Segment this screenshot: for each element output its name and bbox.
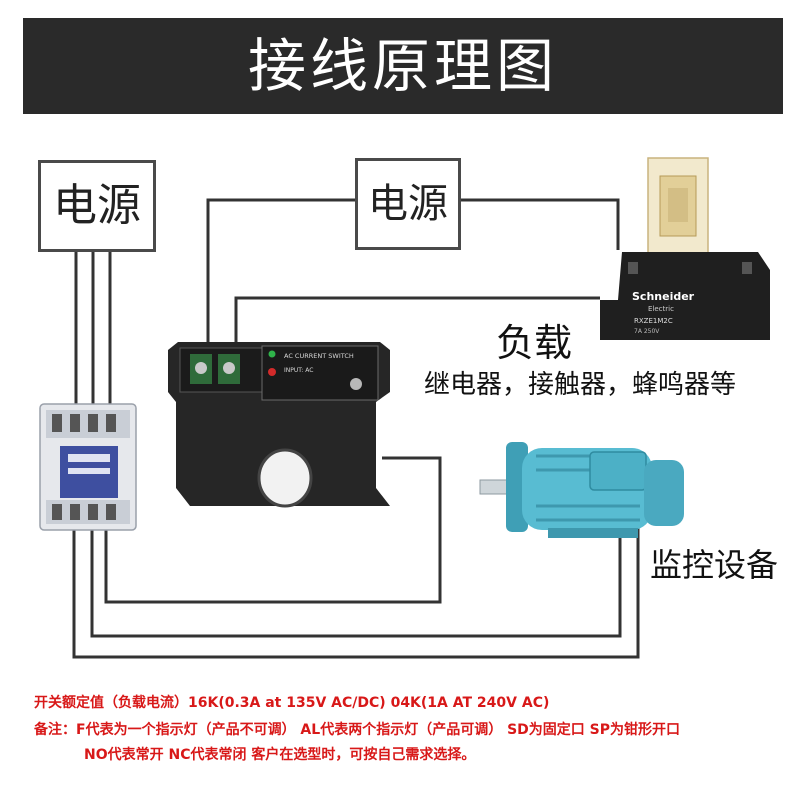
note-remarks: 备注：F代表为一个指示灯（产品不可调） AL代表两个指示灯（产品可调） SD为固… [34,722,680,738]
monitor-label: 监控设备 [650,546,779,584]
relay-icon [600,157,770,340]
load-description: 继电器，接触器，蜂鸣器等 [424,370,737,400]
title-banner: 接线原理图 [23,18,783,114]
relay-model: RXZE1M2C [634,317,673,325]
wire-loop-outer [72,478,640,659]
motor-icon [479,442,684,538]
contactor-icon [39,403,137,531]
power-supply-left: 电源 [38,160,156,252]
relay-rating: 7A 250V [634,328,660,335]
relay-brand-sub: Electric [648,305,674,313]
relay-brand: Schneider [632,290,695,303]
switch-input-label: INPUT: AC [284,367,313,374]
wire-loop-mid [90,478,622,638]
note-options: NO代表常开 NC代表常闭 客户在选型时，可按自己需求选择。 [84,747,476,763]
load-title: 负载 [496,321,573,365]
wire-psu2-relay [461,198,620,250]
wire-psu2-switch [206,198,355,355]
power-supply-left-label: 电源 [53,180,141,231]
power-supply-right: 电源 [355,158,461,250]
power-supply-right-label: 电源 [368,181,448,227]
wire-contactor-switch [104,456,442,604]
current-switch-icon [168,342,390,508]
note-rating: 开关额定值（负载电流）16K(0.3A at 135V AC/DC) 04K(1… [34,695,550,711]
page-title: 接线原理图 [247,32,558,100]
wire-switch-relay [234,296,600,355]
switch-label: AC CURRENT SWITCH [284,352,354,360]
